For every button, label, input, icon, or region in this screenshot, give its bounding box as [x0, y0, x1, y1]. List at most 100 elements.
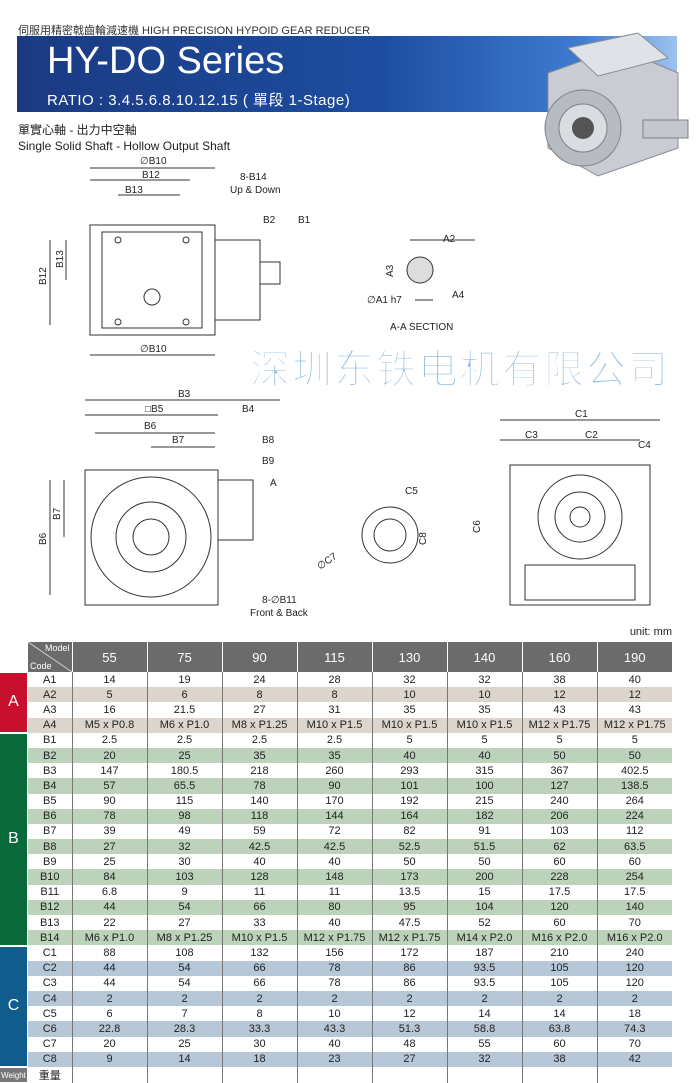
value-cell: 240 — [596, 945, 672, 961]
value-cell: 43 — [521, 702, 597, 718]
value-cell: 38 — [521, 672, 597, 688]
weight-value-cell — [296, 1066, 372, 1083]
value-cell: 5 — [521, 732, 597, 748]
dim-c1: C1 — [575, 409, 588, 420]
dim-b5: □B5 — [145, 404, 164, 415]
value-cell: 264 — [596, 793, 672, 809]
dim-c2: C2 — [585, 430, 598, 441]
dim-b14-note: Up & Down — [230, 185, 281, 196]
code-cell: A2 — [43, 688, 57, 701]
model-header-55: 55 — [71, 642, 147, 672]
value-cell: 82 — [371, 823, 447, 840]
value-cell: 10 — [371, 687, 447, 703]
value-cell: 40 — [371, 747, 447, 764]
value-cell: 144 — [296, 808, 372, 824]
value-cell: 14 — [146, 1051, 222, 1067]
value-cell: 43.3 — [296, 1021, 372, 1037]
value-cell: 100 — [446, 778, 522, 794]
value-cell: 11 — [221, 884, 297, 900]
product-image — [544, 32, 689, 177]
code-cell: C5 — [42, 1007, 57, 1020]
value-cell: M12 x P1.75 — [371, 930, 447, 946]
value-cell: 57 — [71, 778, 147, 794]
value-cell: 74.3 — [596, 1021, 672, 1037]
value-cell: 147 — [71, 763, 147, 779]
value-cell: 148 — [296, 869, 372, 885]
value-cell: 60 — [521, 854, 597, 870]
value-cell: 118 — [221, 808, 297, 824]
value-cell: 206 — [521, 808, 597, 824]
value-cell: 5 — [71, 687, 147, 703]
value-cell: 44 — [71, 899, 147, 915]
value-cell: 78 — [71, 808, 147, 824]
value-cell: 2.5 — [221, 732, 297, 748]
side-view-drawing: C1 C3 C2 C4 C6 — [472, 409, 660, 606]
dim-c5: C5 — [405, 486, 418, 497]
dim-b6-side: B6 — [38, 532, 49, 545]
value-cell: 2 — [71, 990, 147, 1007]
model-header-115: 115 — [296, 642, 372, 672]
dim-c4: C4 — [638, 440, 651, 451]
code-cell: C2 — [42, 962, 57, 975]
value-cell: 105 — [521, 960, 597, 976]
value-cell: 14 — [446, 1006, 522, 1022]
value-cell: 240 — [521, 793, 597, 809]
corner-cell: Model Code — [28, 642, 72, 672]
value-cell: M8 x P1.25 — [221, 717, 297, 733]
weight-value-cell — [221, 1066, 297, 1083]
value-cell: 180.5 — [146, 763, 222, 779]
dim-b3: B3 — [178, 389, 191, 400]
section-drawing: A2 A3 A4 ∅A1 h7 A-A SECTION — [367, 234, 475, 333]
value-cell: 31 — [296, 702, 372, 718]
value-cell: 32 — [446, 672, 522, 688]
series-title: HY-DO Series — [47, 40, 285, 82]
code-cell: B8 — [43, 840, 57, 853]
value-cell: M10 x P1.5 — [371, 717, 447, 733]
value-cell: 51.5 — [446, 839, 522, 855]
value-cell: 11 — [296, 884, 372, 900]
value-cell: 172 — [371, 945, 447, 961]
value-cell: 228 — [521, 869, 597, 885]
value-cell: 120 — [596, 975, 672, 991]
value-cell: 58.8 — [446, 1021, 522, 1037]
value-cell: 8 — [296, 687, 372, 703]
dim-b14: 8-B14 — [240, 172, 267, 183]
dim-b12-side: B12 — [38, 267, 49, 285]
dim-c8: C8 — [418, 532, 429, 545]
value-cell: M12 x P1.75 — [596, 717, 672, 733]
value-cell: 28.3 — [146, 1021, 222, 1037]
value-cell: 164 — [371, 808, 447, 824]
top-view-drawing: ∅B10 B12 B13 8-B14 Up & Down B2 B1 B12 B… — [38, 156, 311, 356]
value-cell: 55 — [446, 1036, 522, 1052]
value-cell: 49 — [146, 823, 222, 840]
code-cell: B6 — [43, 810, 57, 823]
value-cell: 40 — [296, 854, 372, 870]
value-cell: 132 — [221, 945, 297, 961]
value-cell: 60 — [596, 854, 672, 870]
value-cell: 21.5 — [146, 702, 222, 718]
value-cell: 215 — [446, 793, 522, 809]
value-cell: 40 — [446, 747, 522, 764]
dim-b10-top: ∅B10 — [140, 156, 167, 167]
value-cell: 315 — [446, 763, 522, 779]
value-cell: 7 — [146, 1006, 222, 1022]
value-cell: 30 — [221, 1036, 297, 1052]
value-cell: 66 — [221, 899, 297, 915]
value-cell: M10 x P1.5 — [296, 717, 372, 733]
code-cell: C6 — [42, 1022, 57, 1035]
weight-value-cell — [521, 1066, 597, 1083]
value-cell: 101 — [371, 778, 447, 794]
value-cell: 60 — [521, 1036, 597, 1052]
dim-b6: B6 — [144, 421, 157, 432]
value-cell: 35 — [296, 747, 372, 764]
value-cell: 40 — [596, 672, 672, 688]
dim-b4: B4 — [242, 404, 255, 415]
value-cell: 54 — [146, 960, 222, 976]
